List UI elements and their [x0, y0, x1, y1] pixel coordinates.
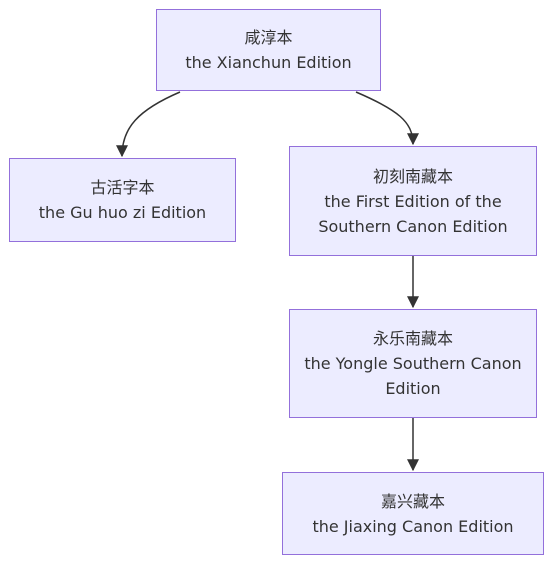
node-label-en-line1: the First Edition of the — [324, 191, 502, 211]
node-yongle-southern-canon-edition: 永乐南藏本 the Yongle Southern Canon Edition — [289, 309, 537, 418]
node-xianchun-edition: 咸淳本 the Xianchun Edition — [156, 9, 381, 91]
edge-xianchun-to-first-southern — [355, 91, 419, 146]
node-first-southern-canon-edition: 初刻南藏本 the First Edition of the Southern … — [289, 146, 537, 256]
node-label-en-line1: the Yongle Southern Canon — [304, 354, 522, 373]
node-label-en: the Jiaxing Canon Edition — [312, 516, 514, 536]
node-label-cn: 咸淳本 — [244, 28, 293, 47]
node-gu-huo-zi-edition: 古活字本 the Gu huo zi Edition — [9, 158, 236, 242]
edge-xianchun-to-guhuozi — [116, 91, 181, 158]
node-label-cn: 嘉兴藏本 — [380, 491, 445, 511]
node-label-cn: 初刻南藏本 — [372, 166, 453, 186]
node-label-en-line2: Edition — [385, 379, 441, 398]
node-label-en: the Gu huo zi Edition — [38, 203, 207, 222]
node-label-cn: 古活字本 — [90, 178, 155, 197]
node-label-en-line2: Southern Canon Edition — [318, 216, 508, 236]
node-jiaxing-canon-edition: 嘉兴藏本 the Jiaxing Canon Edition — [282, 472, 544, 555]
node-label-cn: 永乐南藏本 — [372, 329, 453, 348]
node-label-en: the Xianchun Edition — [185, 53, 352, 72]
